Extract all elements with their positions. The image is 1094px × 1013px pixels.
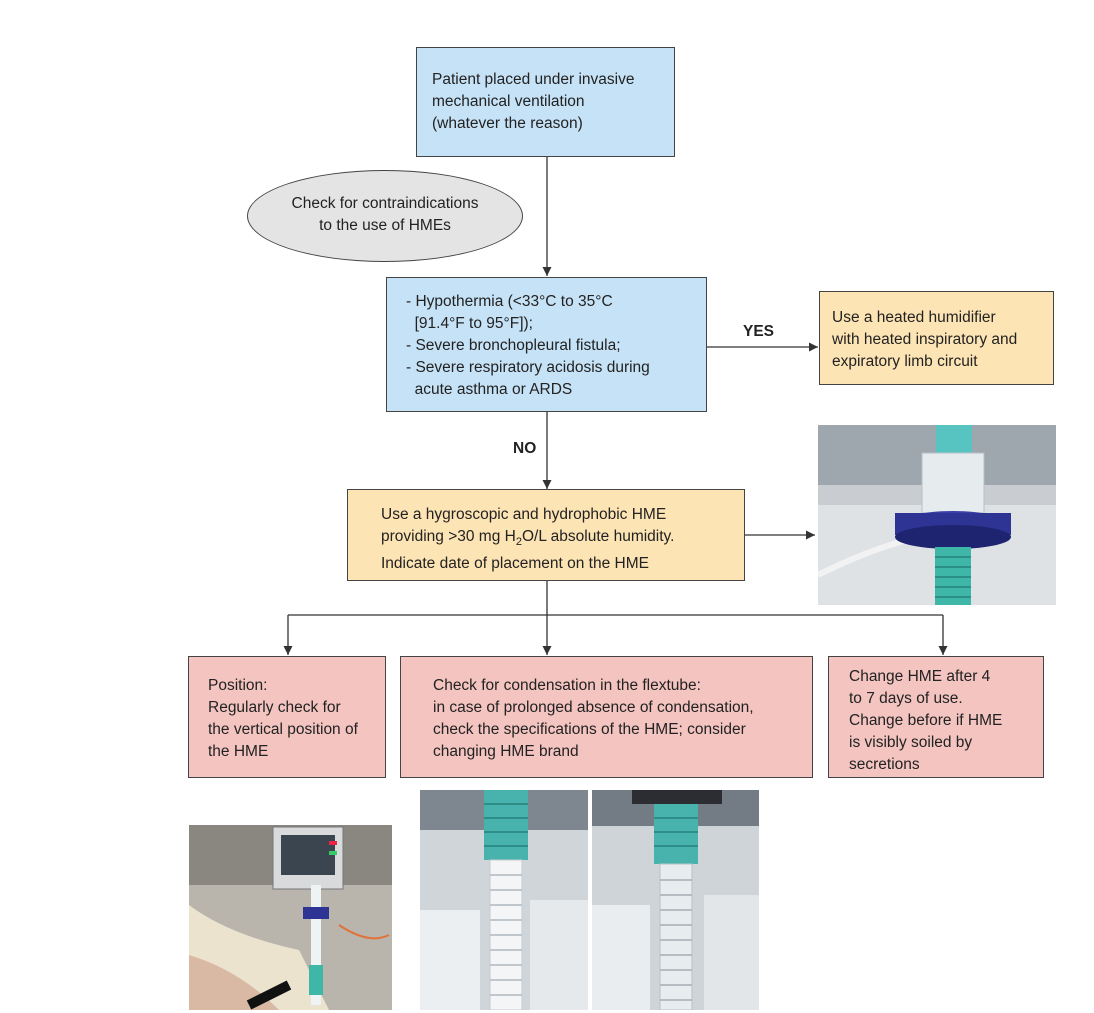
heated-line: with heated inspiratory and bbox=[832, 331, 1018, 348]
contra-line: - Hypothermia (<33°C to 35°C bbox=[406, 293, 613, 310]
yes-label: YES bbox=[743, 323, 775, 340]
flextube-photo bbox=[592, 790, 759, 1010]
condensation-line: changing HME brand bbox=[433, 743, 579, 760]
contra-line: - Severe bronchopleural fistula; bbox=[406, 337, 621, 354]
change-line: is visibly soiled by bbox=[849, 734, 973, 751]
change-line: Change before if HME bbox=[849, 712, 1003, 729]
condensation-box: Check for condensation in the flextube: … bbox=[400, 656, 813, 778]
oval-line: to the use of HMEs bbox=[319, 217, 451, 234]
position-line: the HME bbox=[208, 743, 269, 760]
heated-line: Use a heated humidifier bbox=[832, 309, 996, 326]
oval-line: Check for contraindications bbox=[291, 195, 479, 212]
contraindications-box: - Hypothermia (<33°C to 35°C [91.4°F to … bbox=[386, 277, 707, 412]
start-line: (whatever the reason) bbox=[432, 115, 583, 132]
position-box: Position: Regularly check for the vertic… bbox=[188, 656, 386, 778]
start-line: mechanical ventilation bbox=[432, 93, 585, 110]
condensation-line: check the specifications of the HME; con… bbox=[433, 721, 746, 738]
hme-line: Use a hygroscopic and hydrophobic HME bbox=[381, 506, 667, 523]
change-line: secretions bbox=[849, 756, 920, 773]
heated-line: expiratory limb circuit bbox=[832, 353, 978, 370]
position-line: Regularly check for bbox=[208, 699, 341, 716]
flextube-photo bbox=[420, 790, 588, 1010]
hme-subscript: 2 bbox=[515, 536, 522, 549]
hme-line: providing >30 mg H2O/L absolute humidity… bbox=[381, 526, 744, 553]
ventilated-patient-photo bbox=[189, 825, 392, 1010]
change-line: to 7 days of use. bbox=[849, 690, 963, 707]
contra-line: [91.4°F to 95°F]); bbox=[406, 315, 533, 332]
condensation-line: Check for condensation in the flextube: bbox=[433, 677, 701, 694]
hme-line-post: O/L absolute humidity. bbox=[521, 528, 675, 545]
heated-humidifier-box: Use a heated humidifier with heated insp… bbox=[819, 291, 1054, 385]
start-box: Patient placed under invasive mechanical… bbox=[416, 47, 675, 157]
contra-line: - Severe respiratory acidosis during bbox=[406, 359, 650, 376]
hme-box: Use a hygroscopic and hydrophobic HME pr… bbox=[347, 489, 745, 581]
hme-device-photo bbox=[818, 425, 1056, 605]
start-line: Patient placed under invasive bbox=[432, 71, 635, 88]
position-line: Position: bbox=[208, 677, 268, 694]
hme-line: Indicate date of placement on the HME bbox=[381, 555, 649, 573]
contra-line: acute asthma or ARDS bbox=[406, 381, 573, 398]
change-line: Change HME after 4 bbox=[849, 668, 991, 685]
hme-line-pre: providing >30 mg H bbox=[381, 528, 516, 545]
no-label: NO bbox=[513, 440, 537, 457]
change-hme-box: Change HME after 4 to 7 days of use. Cha… bbox=[828, 656, 1044, 778]
position-line: the vertical position of bbox=[208, 721, 358, 738]
contraindication-check-oval: Check for contraindications to the use o… bbox=[247, 170, 523, 262]
condensation-line: in case of prolonged absence of condensa… bbox=[433, 699, 754, 716]
